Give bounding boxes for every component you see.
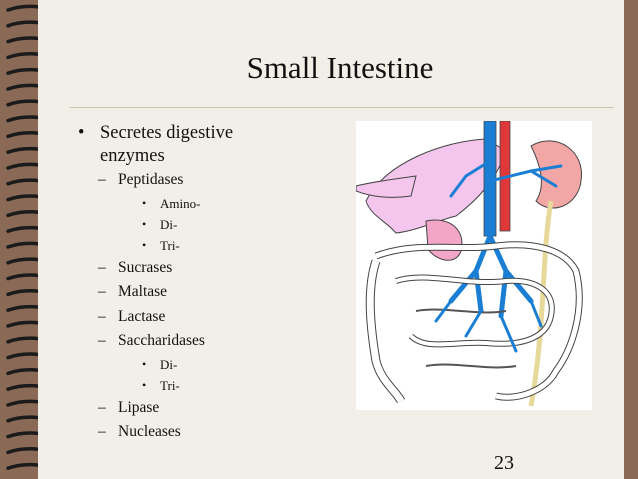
dash-marker: – [98, 398, 106, 416]
intestine-illustration [355, 120, 592, 410]
dash-marker: – [98, 332, 106, 349]
sub-item: – Maltase [78, 280, 338, 305]
sub-item-text: Maltase [118, 283, 168, 300]
bullet-text: Secretes digestive [100, 123, 234, 143]
slide-title: Small Intestine [246, 50, 434, 85]
sub-item-text: Lactase [118, 307, 166, 325]
sub-item-text: Sucrases [118, 258, 173, 276]
sub-item: – Peptidases [78, 168, 338, 193]
bullet-marker: • [142, 195, 147, 210]
sub-item-text: Saccharidases [118, 332, 205, 349]
bullet-text-cont: enzymes [100, 146, 165, 166]
sub-sub-item: • Tri- [78, 235, 338, 256]
sub-item: – Lipase [78, 396, 338, 421]
sub-sub-item-text: Amino- [160, 195, 201, 211]
sub-item: – Lactase [78, 305, 338, 330]
sub-sub-item: • Tri- [78, 375, 338, 396]
title-divider [70, 107, 614, 108]
frame-right [624, 0, 638, 479]
sub-sub-item: • Di- [78, 354, 338, 375]
sub-item: – Nucleases [78, 420, 338, 445]
page-number: 23 [494, 452, 514, 474]
bullet-item: • Secretes digestive enzymes [78, 122, 338, 168]
sub-sub-item: • Amino- [78, 193, 338, 214]
bullet-marker: • [142, 356, 147, 371]
bullet-marker: • [142, 216, 147, 231]
dash-marker: – [98, 258, 106, 276]
sub-item-text: Nucleases [118, 423, 181, 440]
sub-sub-item-text: Tri- [160, 237, 180, 253]
dash-marker: – [98, 423, 106, 440]
sub-item: – Sucrases [78, 256, 338, 281]
dash-marker: – [98, 171, 106, 188]
sub-sub-item-text: Di- [160, 356, 178, 372]
bullet-marker: • [142, 237, 147, 252]
bullet-marker: • [78, 123, 85, 143]
sub-item-text: Lipase [118, 398, 160, 416]
digestive-anatomy-diagram [355, 120, 583, 407]
sub-sub-item-text: Tri- [160, 377, 180, 393]
sub-sub-item: • Di- [78, 214, 338, 235]
sub-item: – Saccharidases [78, 329, 338, 354]
bullet-list: • Secretes digestive enzymes – Peptidase… [78, 122, 338, 445]
sub-sub-item-text: Di- [160, 216, 178, 232]
sub-item-text: Peptidases [118, 171, 184, 188]
dash-marker: – [98, 283, 106, 300]
dash-marker: – [98, 307, 106, 325]
bullet-marker: • [142, 377, 147, 392]
